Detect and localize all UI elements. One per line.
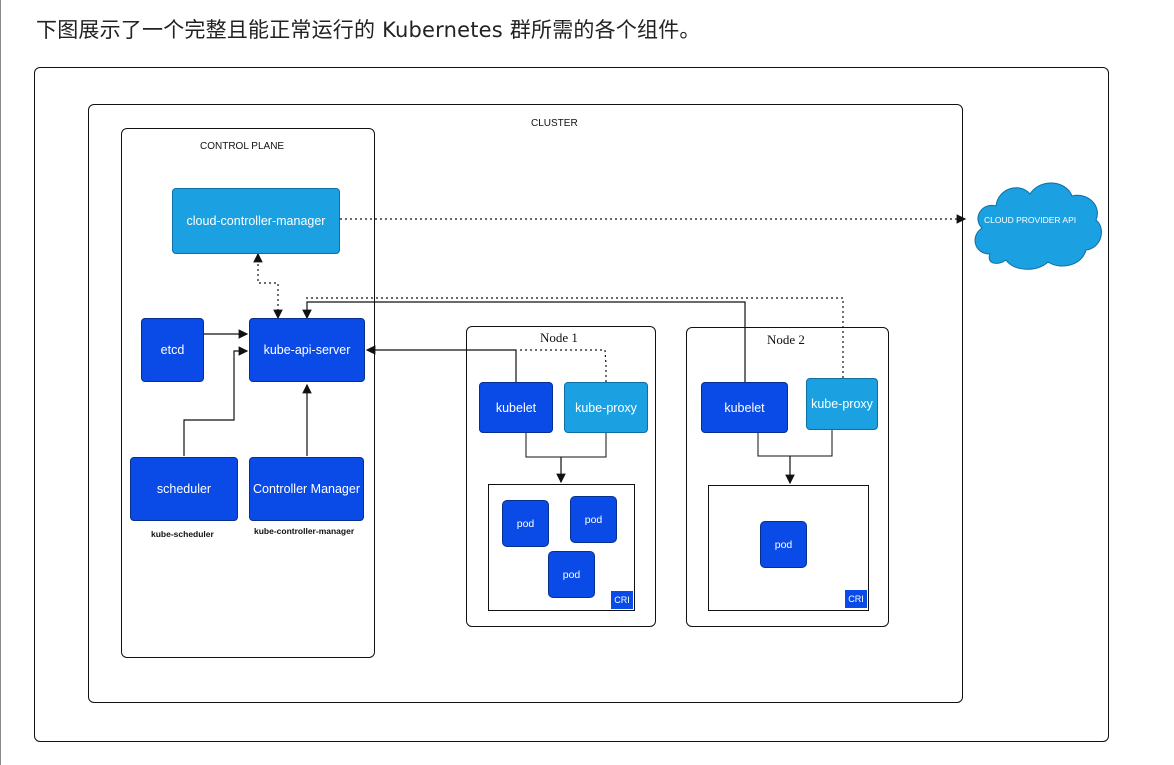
node-1-kube-proxy-box: kube-proxy — [564, 382, 648, 433]
node-1-pod-3: pod — [548, 551, 595, 598]
cluster-label: CLUSTER — [531, 118, 578, 129]
page-heading: 下图展示了一个完整且能正常运行的 Kubernetes 群所需的各个组件。 — [36, 18, 701, 42]
control-plane-label: CONTROL PLANE — [200, 141, 285, 152]
scheduler-caption: kube-scheduler — [151, 529, 214, 539]
page-left-border — [0, 0, 1, 765]
scheduler-box: scheduler — [130, 457, 238, 521]
node-2-kube-proxy-box: kube-proxy — [806, 378, 878, 430]
node-1-cri-tag: CRI — [611, 591, 633, 609]
node-1-pod-1: pod — [502, 500, 549, 547]
controller-manager-box: Controller Manager — [249, 457, 364, 521]
kube-api-server-box: kube-api-server — [249, 318, 365, 382]
node-2-kubelet-box: kubelet — [701, 382, 788, 433]
node-1-kubelet-box: kubelet — [479, 382, 553, 433]
node-1-title: Node 1 — [540, 330, 578, 345]
node-1-pod-2: pod — [570, 496, 617, 543]
controller-manager-caption: kube-controller-manager — [254, 526, 355, 536]
node-2-cri-tag: CRI — [845, 590, 867, 608]
node-2-pod-1: pod — [760, 521, 807, 568]
etcd-box: etcd — [141, 318, 204, 382]
node-2-title: Node 2 — [767, 332, 805, 347]
cloud-provider-api — [974, 182, 1102, 270]
cloud-icon — [974, 182, 1102, 270]
cloud-provider-api-label: CLOUD PROVIDER API — [984, 215, 1077, 225]
cloud-controller-manager-box: cloud-controller-manager — [172, 188, 340, 254]
